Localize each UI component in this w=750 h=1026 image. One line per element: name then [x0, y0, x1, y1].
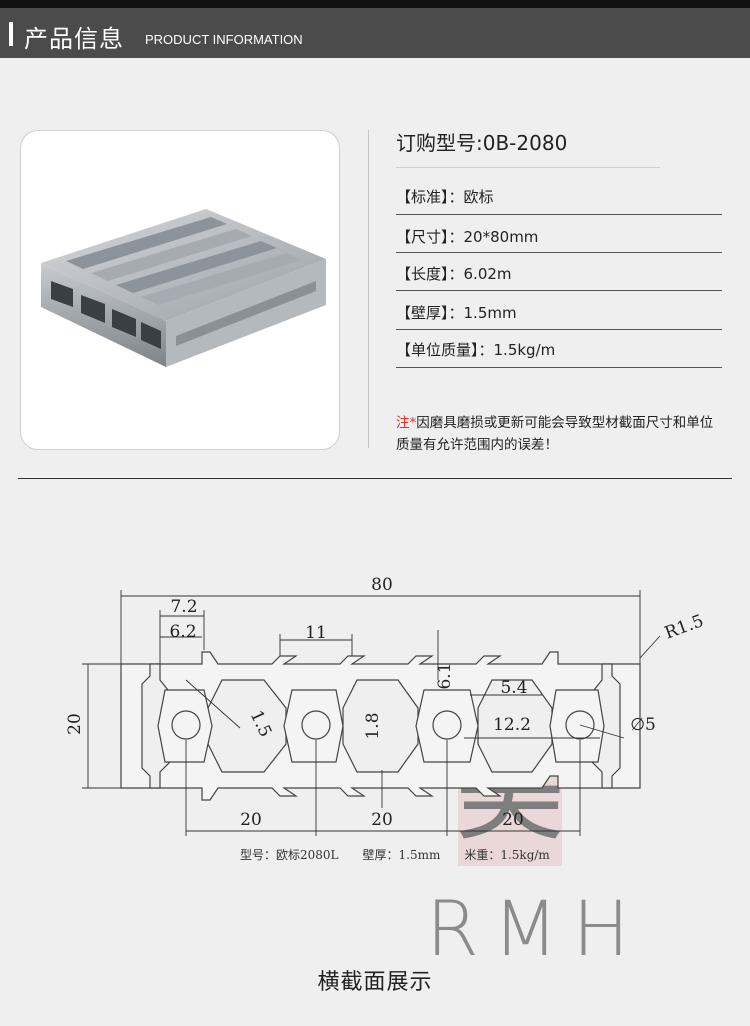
spec-value: ：20*80mm [448, 228, 539, 246]
header-title-en: PRODUCT INFORMATION [145, 32, 303, 47]
section-divider [18, 478, 732, 479]
order-underline [396, 167, 660, 168]
dim-center-wall: 1.8 [363, 712, 383, 739]
spec-label: 【壁厚】 [396, 304, 449, 322]
note-text: 因磨具磨损或更新可能会导致型材截面尺寸和单位质量有允许范围内的误差！ [396, 415, 714, 453]
note-star: 注* [396, 415, 417, 431]
spec-value: ：1.5kg/m [478, 341, 556, 359]
aluminum-profile-image [41, 209, 326, 367]
spec-divider [396, 214, 722, 215]
dim-hole: ∅5 [630, 715, 656, 735]
cross-section-drawing: 美 [65, 575, 706, 866]
spec-label: 【尺寸】 [396, 228, 449, 246]
header-title-cn: 产品信息 [24, 25, 124, 53]
spec-label: 【长度】 [396, 265, 449, 283]
spec-standard: 【标准】：欧标 [396, 186, 494, 207]
dimension-lines [82, 590, 661, 836]
profile-outline [120, 651, 641, 801]
dim-slot-inner: 6.2 [169, 622, 196, 642]
spec-divider [396, 290, 722, 291]
spec-size: 【尺寸】：20*80mm [396, 226, 538, 247]
dim-radius: R1.5 [662, 611, 706, 643]
divider-vertical [368, 130, 369, 448]
dim-neck: 5.4 [500, 678, 527, 698]
dim-slot-width: 11 [305, 623, 327, 643]
dim-pitch-2: 20 [371, 810, 393, 830]
section-header: 产品信息 PRODUCT INFORMATION [0, 8, 750, 58]
spec-divider [396, 367, 722, 368]
spec-length: 【长度】：6.02m [396, 263, 512, 284]
product-photo [20, 130, 340, 450]
order-model: 订购型号:0B-2080 [396, 131, 568, 155]
top-strip [0, 0, 750, 8]
spec-divider [396, 252, 722, 253]
tolerance-note: 注*因磨具磨损或更新可能会导致型材截面尺寸和单位质量有允许范围内的误差！ [396, 412, 726, 456]
dimension-labels: 80 7.2 6.2 R1.5 11 20 1.5 6.1 5.4 1.8 12… [65, 575, 706, 830]
dim-span: 12.2 [493, 715, 531, 735]
spec-value: ：1.5mm [448, 304, 517, 322]
drawing-caption: 型号：欧标2080L 壁厚：1.5mm 米重：1.5kg/m [240, 848, 550, 862]
brand-watermark: RMH [426, 884, 644, 973]
spec-label: 【单位质量】 [396, 341, 479, 359]
spec-value: ：欧标 [448, 188, 494, 206]
spec-divider [396, 329, 722, 330]
dim-height: 20 [65, 713, 85, 735]
spec-label: 【标准】 [396, 188, 449, 206]
spec-value: ：6.02m [448, 265, 512, 283]
dim-pitch-1: 20 [240, 810, 262, 830]
section-caption: 横截面展示 [317, 970, 433, 995]
spec-unit-weight: 【单位质量】：1.5kg/m [396, 339, 555, 360]
dim-overall-width: 80 [371, 575, 393, 595]
spec-wall: 【壁厚】：1.5mm [396, 302, 517, 323]
dim-slot-outer: 7.2 [170, 597, 197, 617]
header-accent-bar [9, 22, 13, 46]
dim-pitch-3: 20 [502, 810, 524, 830]
dim-depth: 6.1 [435, 662, 455, 689]
